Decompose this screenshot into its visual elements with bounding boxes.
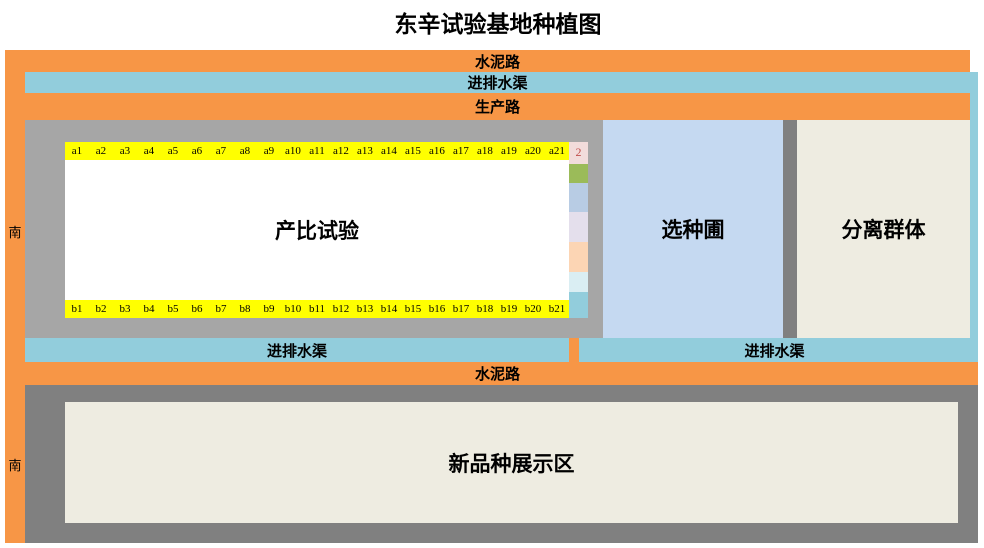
production-road-label: 生产路: [474, 100, 520, 116]
plot-label-a2: a2: [95, 145, 107, 157]
plot-label-b13: b13: [356, 303, 374, 315]
plot-label-a8: a8: [239, 145, 251, 157]
legend-swatch-5: [569, 242, 588, 272]
legend-swatch-3: [569, 183, 588, 212]
plot-separator: [783, 120, 797, 338]
plot-label-a15: a15: [405, 145, 421, 157]
south-marker-lower: 南: [8, 457, 22, 473]
plot-label-b6: b6: [191, 303, 203, 315]
plot-label-b11: b11: [308, 303, 326, 315]
plot-label-a7: a7: [215, 145, 227, 157]
plot-label-a6: a6: [191, 145, 203, 157]
plot-label-a16: a16: [429, 145, 445, 157]
plot-label-a12: a12: [333, 145, 349, 157]
plot-label-b19: b19: [500, 303, 518, 315]
top-irrigation-canal-label: 进排水渠: [467, 76, 528, 92]
legend-swatch-6: [569, 272, 588, 292]
legend-swatch-1: 2: [569, 142, 588, 164]
lower-irrigation-canal-right: 进排水渠: [579, 338, 970, 362]
plot-label-a5: a5: [167, 145, 179, 157]
plot-label-a17: a17: [453, 145, 469, 157]
plot-label-a18: a18: [477, 145, 493, 157]
plot-label-b12: b12: [332, 303, 350, 315]
yield-trial-field: [65, 142, 569, 318]
plot-row-b: b1 b2 b3 b4 b5 b6 b7 b8 b9 b10 b11 b12 b13 b14 b15 b16 b…: [65, 300, 569, 318]
yield-trial-label: 产比试验: [275, 219, 359, 243]
middle-cement-road-label: 水泥路: [474, 367, 520, 383]
plot-label-a11: a11: [309, 145, 325, 157]
selection-nursery-label: 选种圃: [661, 218, 725, 242]
plot-label-b5: b5: [167, 303, 179, 315]
plot-label-b2: b2: [95, 303, 107, 315]
top-cement-road: 水泥路: [25, 50, 970, 72]
plot-label-b7: b7: [215, 303, 227, 315]
production-road: 生产路: [25, 93, 970, 120]
new-variety-display-area: 新品种展示区: [65, 402, 958, 523]
legend-swatch-4: [569, 212, 588, 242]
plot-label-b20: b20: [524, 303, 542, 315]
plot-label-b17: b17: [452, 303, 470, 315]
lower-irrigation-canal-left-label: 进排水渠: [266, 343, 327, 360]
plot-label-a13: a13: [357, 145, 373, 157]
plot-label-b4: b4: [143, 303, 155, 315]
plot-label-a14: a14: [381, 145, 397, 157]
lower-irrigation-canal-right-label: 进排水渠: [744, 343, 805, 360]
plot-label-b18: b18: [476, 303, 494, 315]
selection-nursery-plot: 选种圃: [603, 120, 783, 338]
segregating-population-plot: 分离群体: [797, 120, 970, 338]
plot-row-a: a1 a2 a3 a4 a5 a6 a7 a8 a9 a10 a11 a12 a13 a14 a15 a16 a…: [65, 142, 569, 160]
plot-label-a3: a3: [119, 145, 131, 157]
plot-label-b8: b8: [239, 303, 251, 315]
legend-swatch-2: [569, 164, 588, 183]
plot-label-a19: a19: [501, 145, 517, 157]
color-legend-column: 2: [569, 142, 588, 318]
segregating-population-label: 分离群体: [841, 218, 926, 242]
plot-label-b16: b16: [428, 303, 446, 315]
top-cement-road-label: 水泥路: [474, 54, 520, 71]
plot-label-b15: b15: [404, 303, 422, 315]
plot-label-a4: a4: [143, 145, 155, 157]
plot-label-b3: b3: [119, 303, 131, 315]
middle-cement-road: 水泥路: [25, 362, 978, 385]
south-marker-upper: 南: [8, 224, 22, 240]
plot-label-b9: b9: [263, 303, 275, 315]
new-variety-display-label: 新品种展示区: [448, 451, 575, 476]
plot-label-b1: b1: [71, 303, 83, 315]
plot-label-a9: a9: [263, 145, 275, 157]
top-irrigation-canal: 进排水渠: [25, 72, 978, 93]
plot-label-a10: a10: [285, 145, 301, 157]
plot-label-b14: b14: [380, 303, 398, 315]
legend-swatch-7: [569, 292, 588, 318]
plot-label-a20: a20: [525, 145, 541, 157]
canal-gap: [569, 338, 579, 362]
right-canal-strip: [970, 72, 978, 362]
legend-number: 2: [575, 145, 582, 159]
plot-label-b21: b21: [548, 303, 566, 315]
lower-irrigation-canal-left: 进排水渠: [25, 338, 569, 362]
plot-label-a1: a1: [71, 145, 83, 157]
left-road-strip: [5, 50, 25, 543]
plot-label-b10: b10: [284, 303, 302, 315]
map-title: 东辛试验基地种植图: [394, 12, 602, 37]
plot-label-a21: a21: [549, 145, 565, 157]
